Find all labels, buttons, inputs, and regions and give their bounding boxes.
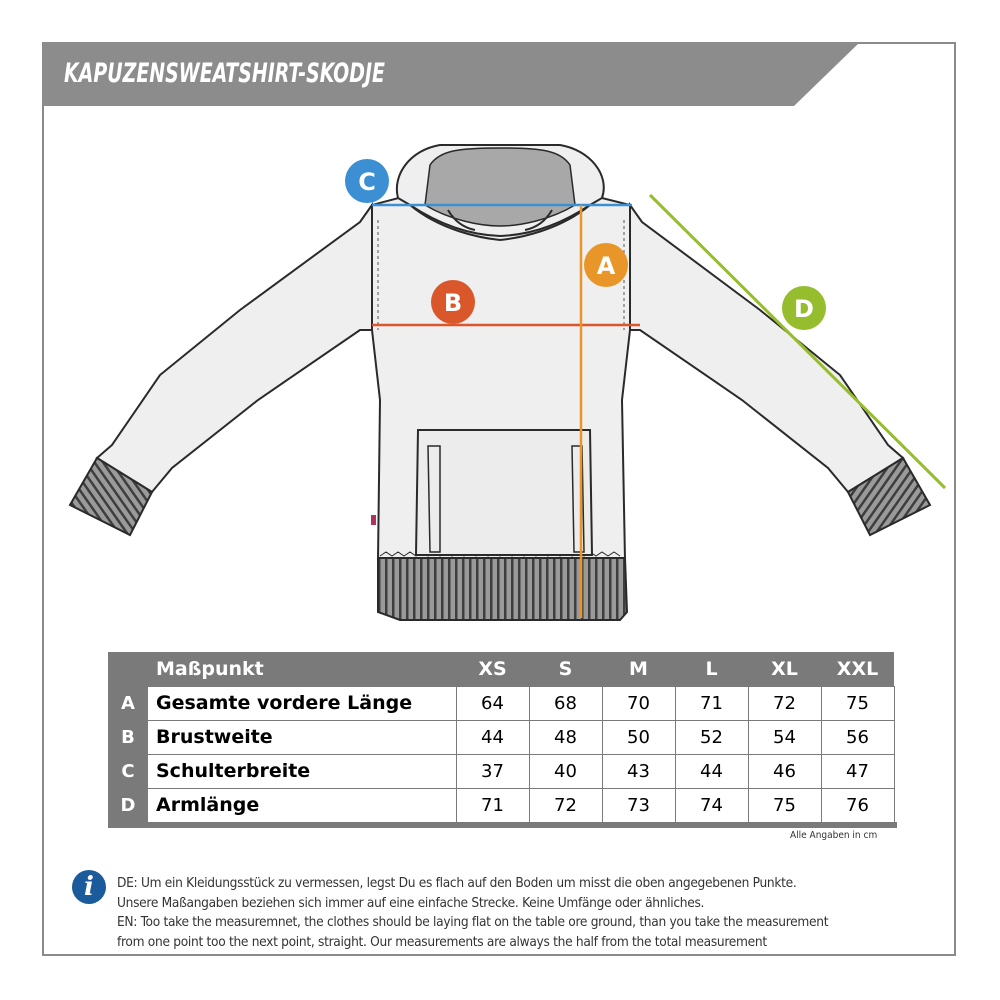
table-cell: 64	[455, 685, 530, 721]
row-label: Brustweite	[148, 719, 457, 755]
table-cell: 37	[455, 753, 530, 789]
row-letter: B	[108, 720, 148, 754]
table-cell: 46	[747, 753, 822, 789]
table-header-corner	[108, 652, 148, 686]
table-cell: 47	[820, 753, 895, 789]
table-cell: 74	[674, 787, 749, 823]
row-label: Gesamte vordere Länge	[148, 685, 457, 721]
table-header-size: L	[675, 652, 748, 686]
table-cell: 56	[820, 719, 895, 755]
table-cell: 52	[674, 719, 749, 755]
table-header-size: M	[602, 652, 675, 686]
info-line: DE: Um ein Kleidungsstück zu vermessen, …	[117, 875, 797, 891]
table-row: D Armlänge 71 72 73 74 75 76	[108, 787, 895, 823]
title-banner	[42, 42, 860, 106]
table-header-row: Maßpunkt XS S M L XL XXL	[108, 652, 894, 686]
table-cell: 40	[528, 753, 603, 789]
svg-text:C: C	[358, 168, 376, 196]
row-letter: A	[108, 686, 148, 720]
table-row: A Gesamte vordere Länge 64 68 70 71 72 7…	[108, 685, 895, 721]
table-cell: 68	[528, 685, 603, 721]
hoodie-illustration: C A B D	[68, 144, 947, 621]
table-cell: 43	[601, 753, 676, 789]
row-label: Armlänge	[148, 787, 457, 823]
marker-a: A	[584, 243, 628, 287]
row-letter: C	[108, 754, 148, 788]
table-cell: 71	[455, 787, 530, 823]
table-cell: 54	[747, 719, 822, 755]
table-row: C Schulterbreite 37 40 43 44 46 47	[108, 753, 895, 789]
table-cell: 75	[747, 787, 822, 823]
table-cell: 44	[455, 719, 530, 755]
table-cell: 44	[674, 753, 749, 789]
svg-text:B: B	[444, 289, 462, 317]
table-cell: 73	[601, 787, 676, 823]
table-header-size: XL	[748, 652, 821, 686]
svg-text:D: D	[794, 295, 814, 323]
table-cell: 75	[820, 685, 895, 721]
hood	[395, 144, 605, 242]
size-table: Maßpunkt XS S M L XL XXL A Gesamte vorde…	[108, 652, 895, 823]
info-line: from one point too the next point, strai…	[117, 933, 767, 950]
info-icon-glyph: i	[84, 872, 94, 902]
table-row: B Brustweite 44 48 50 52 54 56	[108, 719, 895, 755]
table-header-size: S	[529, 652, 602, 686]
table-cell: 76	[820, 787, 895, 823]
table-cell: 72	[747, 685, 822, 721]
table-header-size: XXL	[821, 652, 894, 686]
table-cell: 48	[528, 719, 603, 755]
marker-d: D	[782, 286, 826, 330]
left-sleeve	[68, 201, 373, 537]
table-bottom-rule	[108, 822, 897, 828]
info-line: EN: Too take the measuremnet, the clothe…	[117, 914, 829, 930]
info-text: DE: Um ein Kleidungsstück zu vermessen, …	[117, 874, 937, 952]
marker-c: C	[345, 159, 389, 203]
svg-text:A: A	[597, 252, 616, 280]
table-header-label: Maßpunkt	[148, 652, 456, 686]
right-sleeve	[629, 201, 932, 537]
measure-line-d	[648, 193, 947, 490]
table-cell: 72	[528, 787, 603, 823]
info-icon: i	[72, 870, 106, 904]
row-label: Schulterbreite	[148, 753, 457, 789]
table-cell: 71	[674, 685, 749, 721]
unit-note: Alle Angaben in cm	[790, 830, 878, 841]
marker-b: B	[431, 280, 475, 324]
table-cell: 70	[601, 685, 676, 721]
page-title: KAPUZENSWEATSHIRT-SKODJE	[64, 58, 385, 89]
table-cell: 50	[601, 719, 676, 755]
info-line: Unsere Maßangaben beziehen sich immer au…	[117, 894, 705, 911]
hoodie-body	[371, 194, 631, 621]
table-header-size: XS	[456, 652, 529, 686]
row-letter: D	[108, 788, 148, 822]
